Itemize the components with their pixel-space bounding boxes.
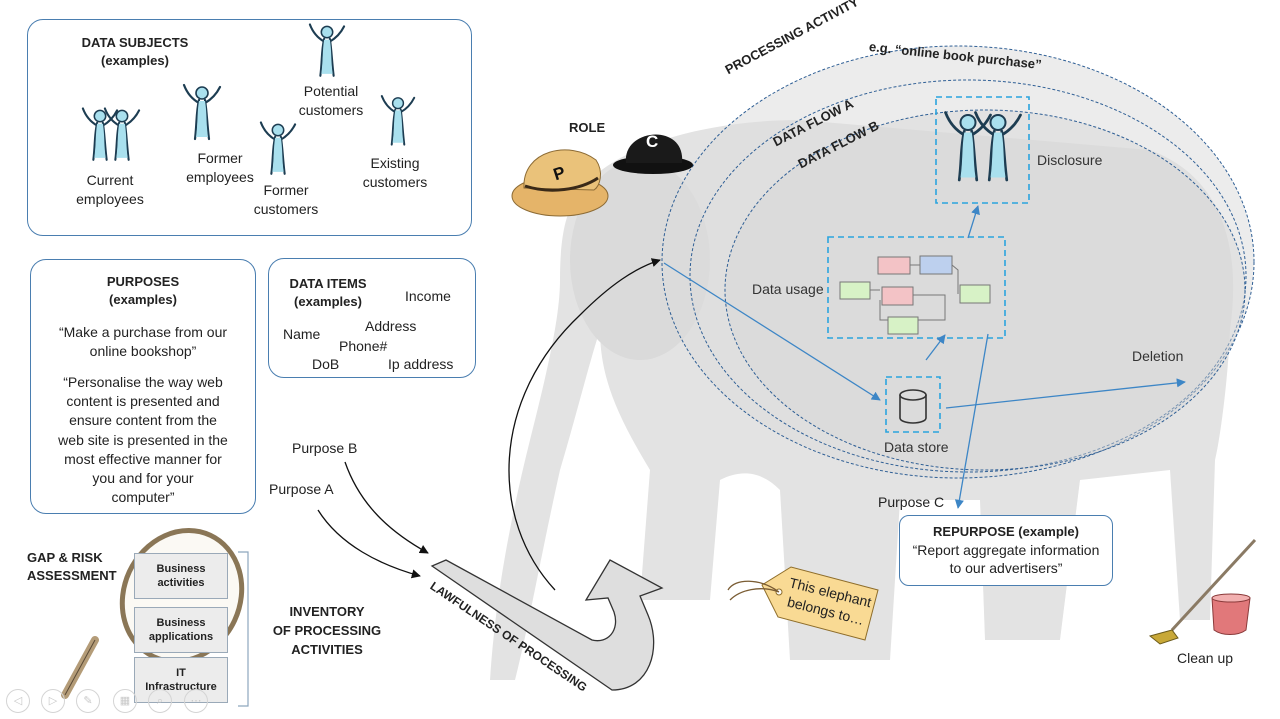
elephant-tag-icon xyxy=(727,566,879,641)
processing-activity-ellipse xyxy=(661,45,1255,479)
data-item-dob: DoB xyxy=(312,356,340,372)
next-slide-button[interactable]: ▷ xyxy=(41,689,65,713)
disclosure-box xyxy=(935,96,1030,204)
current-employees-person-icon-2 xyxy=(103,107,141,161)
inventory-bracket xyxy=(238,551,249,707)
more-options-button[interactable]: ⋯ xyxy=(184,689,208,713)
former-employees-person-icon xyxy=(182,83,222,141)
data-usage-box xyxy=(827,236,1006,339)
purposes-box xyxy=(30,259,256,514)
purposes-title: PURPOSES(examples) xyxy=(106,274,180,307)
existing-customers-person-icon xyxy=(380,95,416,146)
c-hat-letter: C xyxy=(646,132,659,151)
data-usage-flowchart-icon xyxy=(839,255,991,335)
role-label: ROLE xyxy=(569,120,606,135)
data-item-address: Address xyxy=(365,318,417,334)
data-store-label: Data store xyxy=(884,439,949,455)
data-flow-arrows xyxy=(663,205,1186,509)
slides-grid-button[interactable]: ▦ xyxy=(113,689,137,713)
potential-customers-person-icon xyxy=(308,23,346,77)
c-hat-icon xyxy=(613,134,693,174)
data-store-box xyxy=(885,376,941,433)
deletion-label: Deletion xyxy=(1132,348,1184,364)
purpose-b-label: Purpose B xyxy=(292,440,358,456)
data-items-title: DATA ITEMS(examples) xyxy=(289,276,367,309)
former-customers-person-icon xyxy=(259,121,297,175)
broom-and-bucket-icon xyxy=(1148,538,1257,645)
lawfulness-u-arrow xyxy=(430,559,664,691)
purpose-arrows xyxy=(317,258,661,591)
data-item-income: Income xyxy=(405,288,451,304)
repurpose-box xyxy=(899,515,1113,586)
previous-slide-button[interactable]: ◁ xyxy=(6,689,30,713)
repurpose-text: REPURPOSE (example) “Report aggregate in… xyxy=(912,524,1100,577)
data-subjects-title: DATA SUBJECTS (examples) xyxy=(81,35,189,68)
database-icon xyxy=(899,389,927,424)
disclosure-label: Disclosure xyxy=(1037,152,1103,168)
data-item-phone: Phone# xyxy=(339,338,388,354)
pen-tool-button[interactable]: ✎ xyxy=(76,689,100,713)
data-flow-a-ellipse xyxy=(689,79,1247,473)
current-employees-person-icon xyxy=(81,107,119,161)
clean-up-label: Clean up xyxy=(1177,650,1234,666)
zoom-button[interactable]: ⌕ xyxy=(148,689,172,713)
data-item-ip-address: Ip address xyxy=(388,356,454,372)
data-usage-label: Data usage xyxy=(752,281,824,297)
purpose-c-label: Purpose C xyxy=(878,494,945,510)
data-items-box xyxy=(268,258,476,378)
p-hat-icon xyxy=(511,149,609,217)
data-item-name: Name xyxy=(283,326,321,342)
purpose-a-label: Purpose A xyxy=(269,481,334,497)
